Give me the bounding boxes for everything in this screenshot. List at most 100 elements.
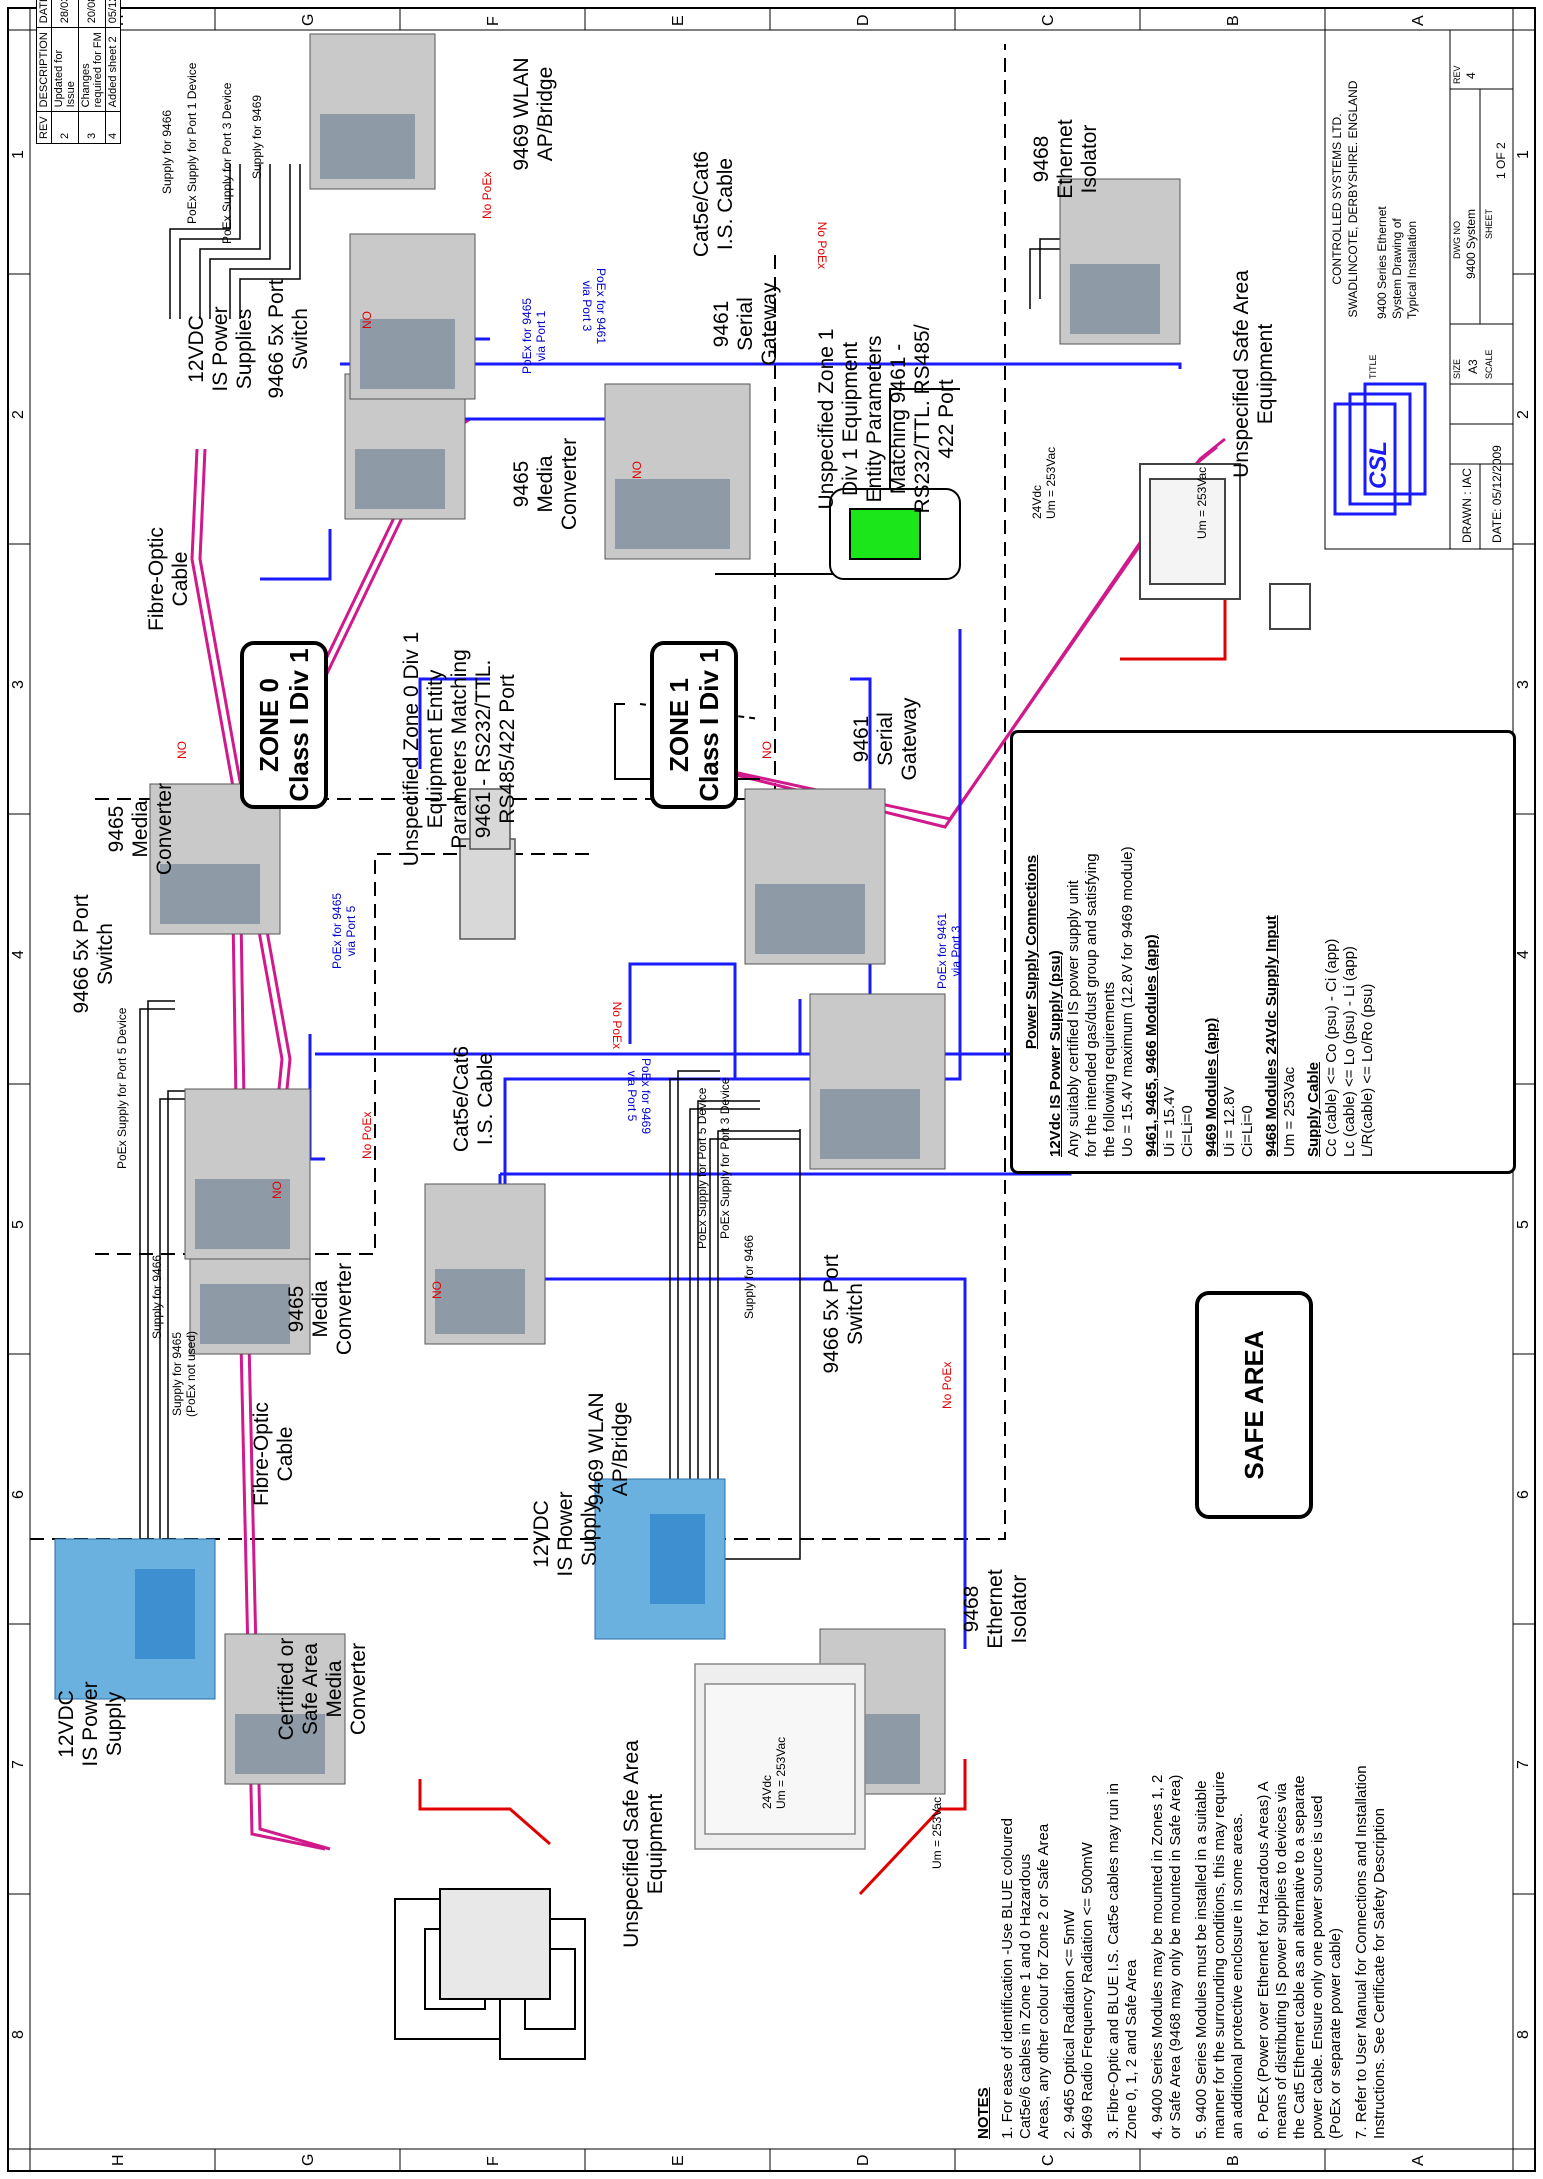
dwg-label: DWG NO bbox=[1452, 221, 1462, 259]
label-mc-left: 9465 Media Converter bbox=[285, 1262, 356, 1356]
label-psu-right: 12VDC IS Power Supplies bbox=[185, 306, 256, 392]
grid-row-e-right: E bbox=[670, 15, 687, 26]
grid-col-8: 8 bbox=[10, 2030, 27, 2039]
notes-block: NOTES 1. For ease of identification -Use… bbox=[975, 1579, 1389, 2139]
revision-row: 2 Updated for Issue 28/03/2007 bbox=[51, 0, 79, 144]
serial-zone1 bbox=[715, 388, 960, 575]
label-poex-9469-port5: PoEx for 9469 via Port 5 bbox=[625, 1057, 653, 1134]
label-fibre-upper: Fibre-Optic Cable bbox=[145, 527, 192, 631]
label-unspec-zone1: Unspecified Zone 1 Div 1 Equipment Entit… bbox=[815, 324, 958, 514]
label-no-poex-right: No PoEx bbox=[940, 1361, 954, 1409]
title-block-lines bbox=[1324, 29, 1514, 550]
handheld-device bbox=[829, 488, 961, 580]
label-cat5-top: Cat5e/Cat6 I.S. Cable bbox=[690, 150, 737, 258]
grid-col-7-bottom: 7 bbox=[1515, 1760, 1532, 1769]
label-isolator-top: 9468 Ethernet Isolator bbox=[1030, 119, 1101, 199]
device-9461-mid bbox=[744, 788, 886, 965]
psu-heading: 12Vdc IS Power Supply (psu) bbox=[1047, 950, 1064, 1157]
eth-sw-top-isolator bbox=[340, 362, 1182, 369]
grid-col-2: 2 bbox=[10, 410, 27, 419]
cable-text: Cc (cable) <= Co (psu) - Ci (app) Lc (ca… bbox=[1323, 938, 1376, 1157]
revision-table: REV DESCRIPTION DATE 2 Updated for Issue… bbox=[36, 0, 121, 144]
label-switch-left: 9466 5x Port Switch bbox=[70, 894, 117, 1014]
eth-sw-mid-link bbox=[315, 999, 802, 1056]
grid-col-5-bottom: 5 bbox=[1515, 1220, 1532, 1229]
size-label: SIZE bbox=[1452, 358, 1462, 379]
grid-col-6-bottom: 6 bbox=[1515, 1490, 1532, 1499]
label-safe-equip-left: Unspecified Safe Area Equipment bbox=[620, 1740, 667, 1948]
psu-center bbox=[594, 1478, 726, 1640]
eth-sw-left-9465 bbox=[500, 1159, 1072, 1176]
grid-row-a: A bbox=[1410, 2155, 1427, 2166]
zone0-box: ZONE 0 Class I Div 1 bbox=[240, 641, 328, 809]
safe-area-box: SAFE AREA bbox=[1195, 1291, 1313, 1519]
power-box-title: Power Supply Connections bbox=[1023, 854, 1040, 1050]
grid-col-3: 3 bbox=[10, 680, 27, 689]
note-item: 2. 9465 Optical Radiation <= 5mW 9469 Ra… bbox=[1061, 1842, 1096, 2139]
no-marker-gateway-top: NO bbox=[630, 461, 644, 479]
label-gateway-mid: 9461 Serial Gateway bbox=[850, 697, 921, 781]
drawn-by: DRAWN : IAC bbox=[1460, 468, 1474, 543]
revision-row: 3 Changes required for FM 20/08/2009 bbox=[78, 0, 106, 144]
no-marker-mc-top: NO bbox=[360, 311, 374, 329]
rev-label: REV bbox=[1452, 65, 1462, 84]
sheet-value: 1 OF 2 bbox=[1494, 142, 1508, 179]
label-poex-9461-mid: PoEx for 9461 via Port 3 bbox=[935, 912, 963, 989]
device-9466-top bbox=[349, 233, 476, 400]
label-poex-9461-top: PoEx for 9461 via Port 3 bbox=[580, 267, 608, 344]
device-9466-left bbox=[184, 1088, 311, 1260]
revision-header-date: DATE bbox=[36, 0, 52, 28]
mains-isolator-bottom bbox=[858, 1759, 967, 1896]
grid-row-h: H bbox=[110, 2154, 127, 2166]
module-devices bbox=[149, 33, 1181, 1795]
label-fibre-left: Fibre-Optic Cable bbox=[250, 1402, 297, 1506]
revision-cell: 05/12/2009 bbox=[105, 0, 121, 28]
label-no-poex-left: No PoEx bbox=[360, 1111, 374, 1159]
label-no-poex-top: No PoEx bbox=[480, 171, 494, 219]
note-item: 3. Fibre-Optic and BLUE I.S. Cat5e cable… bbox=[1105, 1783, 1140, 2139]
revision-cell: 20/08/2009 bbox=[78, 0, 106, 28]
scale-label: SCALE bbox=[1484, 349, 1494, 379]
revision-cell: 2 bbox=[51, 111, 79, 144]
label-psu-left: 12VDC IS Power Supply bbox=[55, 1681, 126, 1767]
note-item: 7. Refer to User Manual for Connections … bbox=[1353, 1765, 1388, 2139]
modules-heading: 9461, 9465, 9466 Modules (app) bbox=[1143, 934, 1160, 1157]
device-9469-bottom bbox=[424, 1183, 546, 1345]
monitor-safe-top bbox=[1139, 463, 1311, 630]
eth-mc-upper bbox=[418, 677, 490, 769]
grid-col-4: 4 bbox=[10, 950, 27, 959]
revision-cell: Changes required for FM bbox=[78, 27, 106, 112]
psu-left bbox=[54, 1538, 216, 1700]
grid-row-b: B bbox=[1225, 2155, 1242, 2166]
label-supply-9465: Supply for 9465 (PoEx not used) bbox=[170, 1330, 198, 1418]
label-poex-port1-dev: PoEx Supply for Port 1 Device bbox=[185, 62, 199, 224]
m9468-text: Um = 253Vac bbox=[1281, 1066, 1298, 1157]
zone1-box: ZONE 1 Class I Div 1 bbox=[650, 641, 738, 809]
grid-col-1-bottom: 1 bbox=[1515, 150, 1532, 159]
revision-cell: 4 bbox=[105, 111, 121, 144]
device-9468-top bbox=[1059, 178, 1181, 345]
title-company: CONTROLLED SYSTEMS LTD. bbox=[1330, 113, 1344, 285]
modules-text: Ui = 15.4V Ci=Li=0 bbox=[1161, 1086, 1196, 1157]
grid-row-e: E bbox=[670, 2155, 687, 2166]
grid-col-1: 1 bbox=[10, 150, 27, 159]
grid-row-d-right: D bbox=[855, 14, 872, 26]
size-value: A3 bbox=[1466, 359, 1480, 374]
no-marker-mc-left: NO bbox=[270, 1181, 284, 1199]
label-cat5-mid: Cat5e/Cat6 I.S. Cable bbox=[450, 1045, 497, 1153]
revision-cell: Added sheet 2 bbox=[105, 27, 121, 112]
label-supply-9466-top: Supply for 9466 bbox=[160, 109, 174, 194]
power-supply-box: Power Supply Connections 12Vdc IS Power … bbox=[1010, 730, 1516, 1174]
label-mc-upper2: 9465 Media Converter bbox=[510, 437, 581, 531]
label-no-poex-mid: No PoEx bbox=[815, 221, 829, 269]
control-cabinet bbox=[694, 1663, 866, 1850]
grid-col-4-bottom: 4 bbox=[1515, 950, 1532, 959]
grid-row-c-right: C bbox=[1040, 14, 1057, 26]
label-poex-port3-right: PoEx Supply for Port 3 Device bbox=[718, 1077, 732, 1239]
grid-row-d: D bbox=[855, 2154, 872, 2166]
pc-workstation bbox=[394, 1888, 586, 2060]
psu-text: Any suitably certified IS power supply u… bbox=[1065, 846, 1136, 1157]
label-power-24-b: 24Vdc Um = 253Vac bbox=[760, 1736, 788, 1809]
rev-value: 4 bbox=[1464, 72, 1478, 79]
